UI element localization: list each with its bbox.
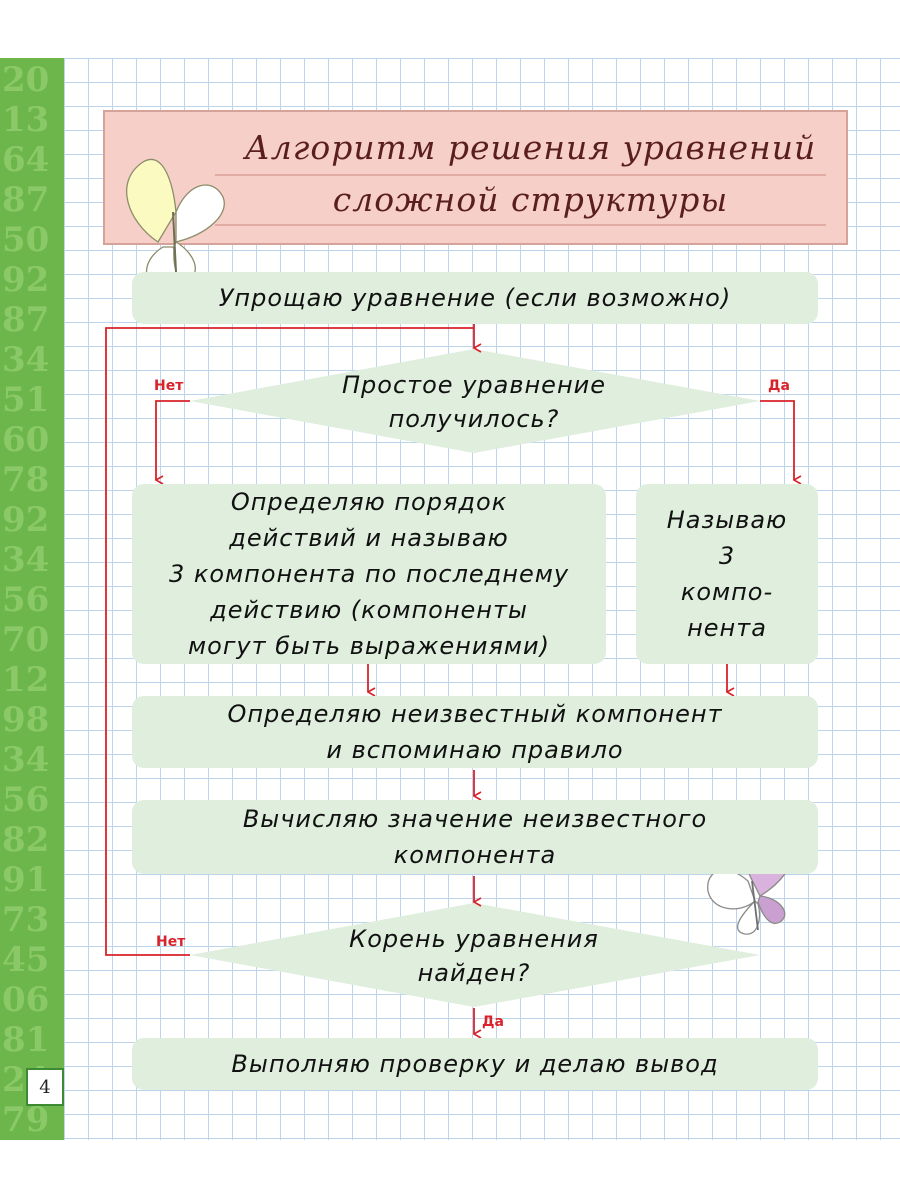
butterfly-icon	[126, 159, 225, 285]
arrow-no-1	[156, 400, 190, 480]
arrow-yes-1	[760, 400, 794, 480]
loop-back-line	[105, 327, 474, 956]
decorative-strip: 2013648750928734516078923456701298345682…	[0, 58, 64, 1140]
step-determine-order: Определяю порядок действий и называю 3 к…	[132, 484, 606, 664]
step-check: Выполняю проверку и делаю вывод	[132, 1038, 818, 1090]
label-yes-2: Да	[482, 1014, 504, 1030]
title-banner	[103, 110, 848, 245]
page-number: 4	[26, 1068, 64, 1106]
step-simplify: Упрощаю уравнение (если возможно)	[132, 272, 818, 324]
step-name-components: Называю 3 компо- нента	[636, 484, 818, 664]
decision-diamond-2	[190, 903, 760, 1007]
label-yes-1: Да	[768, 378, 790, 394]
step-calculate: Вычисляю значение неизвестного компонент…	[132, 800, 818, 874]
decision-1-text: Простое уравнение получилось?	[341, 371, 607, 433]
step-determine-unknown: Определяю неизвестный компонент и вспоми…	[132, 696, 818, 768]
decision-diamond-1	[190, 349, 760, 453]
title-line-2: сложной структуры	[332, 180, 729, 219]
title-line-1: Алгоритм решения уравнений	[244, 128, 817, 167]
decision-2-text: Корень уравнения найден?	[349, 925, 599, 987]
label-no-1: Нет	[154, 378, 184, 394]
label-no-2: Нет	[156, 934, 186, 950]
